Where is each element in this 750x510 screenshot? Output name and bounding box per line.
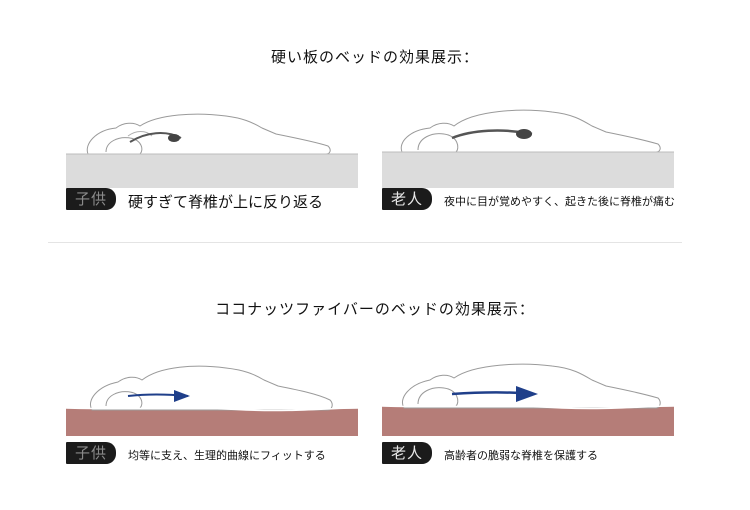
caption-hard-elder: 夜中に目が覚めやすく、起きた後に脊椎が痛む: [444, 195, 675, 208]
panel-coir-elder: 老人 高齢者の脆弱な脊椎を保護する: [382, 356, 674, 464]
child-body-outline: [90, 365, 333, 411]
elder-head-outline: [417, 387, 459, 407]
pelvis-coir-child: [174, 390, 190, 402]
tag-elder: 老人: [382, 188, 432, 210]
panel-coir-child: 子供 均等に支え、生理的曲線にフィットする: [66, 356, 358, 464]
hard-board-surface: [66, 154, 358, 188]
caption-coir-elder: 高齢者の脆弱な脊椎を保護する: [444, 449, 598, 462]
section-divider: [48, 242, 682, 243]
section-title-hard-board: 硬い板のベッドの効果展示：: [270, 48, 479, 66]
pelvis-hard-child: [168, 134, 180, 142]
section-title-coir: ココナッツファイバーのベッドの効果展示：: [215, 300, 535, 318]
elder-body-outline: [400, 109, 661, 153]
caption-hard-child: 硬すぎて脊椎が上に反り返る: [128, 193, 324, 211]
tag-elder: 老人: [382, 442, 432, 464]
hard-board-surface: [382, 152, 674, 188]
hard-board-child-illustration: [66, 113, 358, 188]
tag-child: 子供: [66, 442, 116, 464]
hard-board-elder-illustration: [382, 109, 674, 188]
coir-mattress-surface: [66, 408, 358, 436]
caption-coir-child: 均等に支え、生理的曲線にフィットする: [128, 449, 326, 462]
pelvis-hard-elder: [516, 129, 532, 139]
elder-body-outline: [402, 363, 661, 409]
child-body-outline: [86, 113, 331, 155]
elder-head-outline: [417, 133, 459, 153]
coir-mattress-surface: [382, 406, 674, 436]
panel-hard-elder: 老人 夜中に目が覚めやすく、起きた後に脊椎が痛む: [382, 108, 675, 210]
child-head-outline: [105, 137, 143, 155]
coir-elder-illustration: [382, 363, 674, 436]
pelvis-coir-elder: [516, 386, 538, 402]
tag-child: 子供: [66, 188, 116, 210]
coir-child-illustration: [66, 365, 358, 436]
panel-hard-child: 子供 硬すぎて脊椎が上に反り返る: [66, 108, 358, 211]
